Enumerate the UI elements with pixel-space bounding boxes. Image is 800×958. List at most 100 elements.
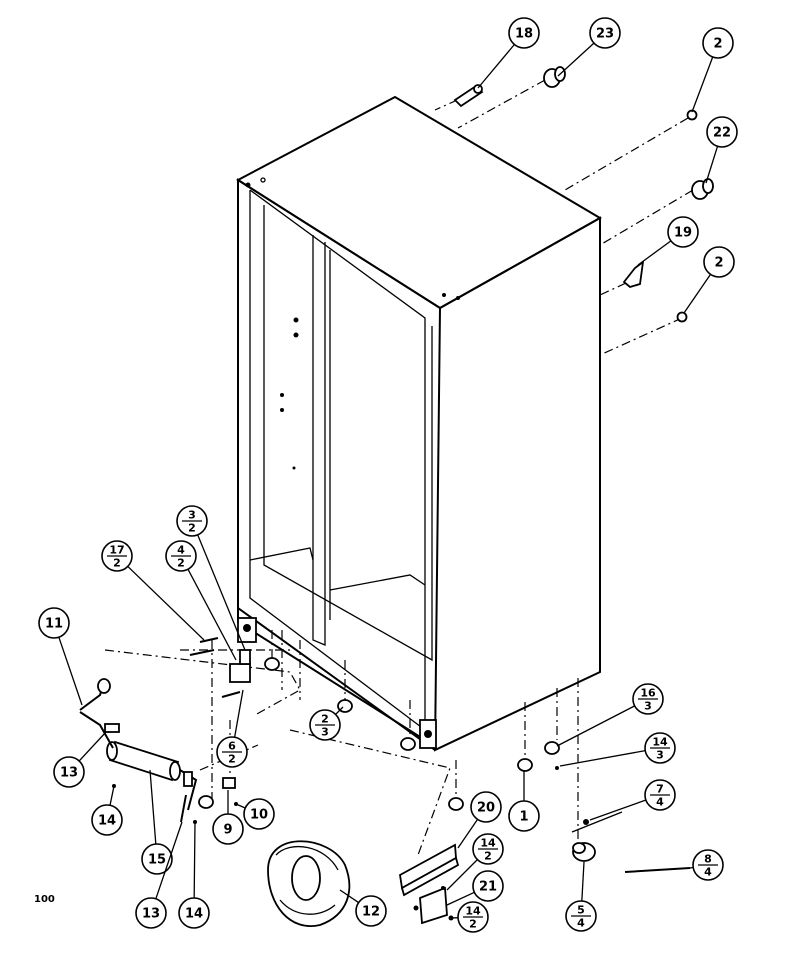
callout-part-number: 6 — [228, 740, 236, 753]
callout-number: 2 — [713, 37, 722, 52]
part-callout-c13a: 13 — [53, 731, 107, 788]
callout-quantity: 3 — [644, 700, 652, 713]
part-callout-c14a: 14 — [91, 785, 123, 836]
callout-quantity: 2 — [228, 753, 236, 766]
part-callout-c9: 9 — [212, 790, 244, 845]
part-coil — [267, 840, 351, 927]
part-callout-c23: 23 — [557, 17, 621, 77]
callout-circle — [243, 798, 275, 830]
callout-circle — [703, 246, 735, 278]
callout-number: 15 — [148, 853, 166, 868]
callout-quantity: 4 — [656, 796, 664, 809]
part-callout-c5-4: 54 — [565, 861, 597, 932]
callout-number: 11 — [45, 617, 63, 632]
assembly-lines — [104, 79, 694, 856]
callout-part-number: 8 — [704, 853, 712, 866]
callout-part-number: 16 — [640, 687, 656, 700]
callout-leader-line — [149, 769, 157, 845]
callout-leader-line — [58, 636, 83, 706]
callout-number: 10 — [250, 808, 268, 823]
callout-circle — [470, 791, 502, 823]
callout-circle — [91, 804, 123, 836]
callout-circle — [667, 216, 699, 248]
callout-number: 21 — [479, 880, 497, 895]
callout-part-number: 14 — [465, 905, 481, 918]
part-callout-c14-3: 143 — [559, 732, 676, 767]
callout-circle — [212, 813, 244, 845]
callout-circle — [508, 17, 540, 49]
callout-part-number: 7 — [656, 783, 664, 796]
callout-circle — [135, 897, 167, 929]
part-callout-c17-2: 17 2 — [101, 540, 205, 641]
callout-circle — [472, 870, 504, 902]
part-callout-c19: 19 — [637, 216, 699, 266]
callout-leader-line — [235, 803, 246, 809]
callout-quantity: 3 — [321, 726, 329, 739]
callout-circle — [178, 897, 210, 929]
callout-number: 19 — [674, 226, 692, 241]
part-callout-c14-2b: 142 — [450, 901, 489, 933]
callout-leader-line — [446, 891, 475, 906]
callout-number: 23 — [596, 27, 614, 42]
part-callout-c13b: 13 — [135, 821, 183, 929]
callout-leader-line — [197, 534, 246, 651]
callout-leader-line — [127, 565, 205, 641]
cabinet — [236, 95, 603, 752]
callout-number: 13 — [60, 766, 78, 781]
callout-circle — [508, 800, 540, 832]
part-pin — [453, 84, 484, 108]
callout-quantity: 2 — [177, 557, 185, 570]
part-callout-c15: 15 — [141, 769, 173, 875]
page-number: 100 — [34, 894, 55, 905]
callout-leader-line — [155, 821, 183, 900]
part-callout-c3-2: 32 — [176, 505, 246, 651]
part-grommet — [543, 66, 566, 88]
parts — [79, 66, 714, 927]
part-callout-c6-2: 62 — [216, 689, 248, 768]
callout-leader-line — [193, 821, 196, 899]
part-callout-c20: 20 — [457, 791, 502, 849]
callout-number: 1 — [519, 810, 528, 825]
callout-circle — [141, 843, 173, 875]
callout-part-number: 3 — [188, 509, 196, 522]
part-callout-c12: 12 — [339, 889, 387, 927]
part-callout-c22: 22 — [705, 116, 738, 184]
callout-circle — [706, 116, 738, 148]
callout-quantity: 4 — [577, 917, 585, 930]
callout-circle — [355, 895, 387, 927]
callout-leader-line — [589, 799, 647, 821]
part-callout-c2-3: 23 — [309, 706, 344, 741]
callout-leader-line — [691, 56, 714, 113]
callout-circle — [589, 17, 621, 49]
part-callout-c7-4: 74 — [589, 779, 676, 821]
callout-number: 9 — [223, 823, 232, 838]
part-callout-c1: 1 — [508, 770, 540, 832]
part-callout-c10: 10 — [235, 798, 275, 830]
callout-leader-line — [581, 861, 585, 902]
callout-number: 12 — [362, 905, 380, 920]
callout-leader-line — [187, 568, 237, 661]
callout-part-number: 17 — [109, 544, 124, 557]
callout-leader-line — [637, 240, 672, 266]
callout-quantity: 3 — [656, 749, 664, 762]
part-callout-c11: 11 — [38, 607, 83, 706]
part-callout-c8-4: 84 — [689, 849, 724, 881]
callout-leader-line — [477, 44, 515, 89]
callout-leader-line — [559, 750, 646, 767]
part-drain-tube — [79, 678, 198, 824]
part-callout-c2a: 2 — [691, 27, 734, 113]
part-callout-c14b: 14 — [178, 821, 210, 929]
callout-quantity: 2 — [188, 522, 196, 535]
callout-number: 14 — [98, 814, 116, 829]
callout-part-number: 14 — [652, 736, 668, 749]
callout-leader-line — [557, 42, 595, 77]
callout-leader-line — [78, 731, 107, 762]
callout-leader-line — [335, 706, 344, 715]
part-callout-c14-2a: 142 — [446, 833, 504, 891]
callout-circle — [702, 27, 734, 59]
callout-part-number: 2 — [321, 713, 329, 726]
part-callout-c4-2: 42 — [165, 540, 237, 661]
callout-number: 13 — [142, 907, 160, 922]
